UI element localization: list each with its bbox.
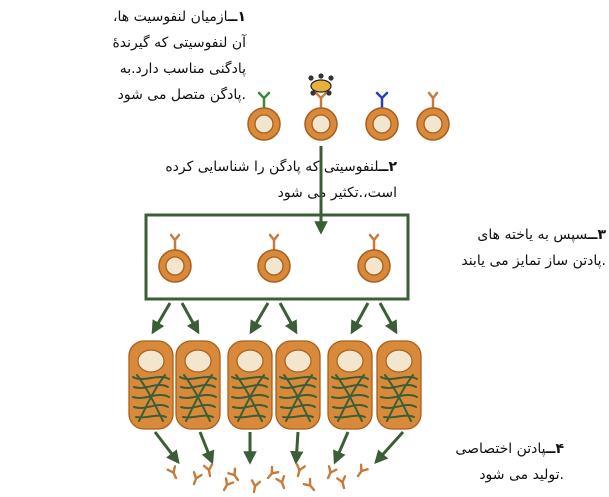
step-1-line-1: ۱ــازمیان لنفوسیت ها، [113,9,246,25]
step-4-line-2: .تولید می شود [479,467,564,483]
plasma-cell-5 [327,340,373,430]
step-1-text: ۱ــازمیان لنفوسیت ها، آن لنفوسیتی که گیر… [112,4,246,108]
antibody-icon [323,465,338,481]
clone-lymphocyte-1 [158,233,192,283]
antibody-icon [189,471,203,487]
plasma-cell-6 [376,340,422,430]
step-3-line-2: .پادتن ساز تمایز می یابند [461,253,606,269]
lymphocyte-blue-receptor [365,91,399,141]
clone-lymphocyte-2 [257,233,291,283]
antibody-icon [202,463,216,478]
step-2-line-1: ۲ــلنفوسیتی که پادگن را شناسایی کرده [165,159,397,175]
arrows-to-plasma-cells [151,302,398,335]
step-3-number: ۳ــ [587,227,606,243]
antibody-icon [166,465,181,481]
step-2-number: ۲ــ [378,159,397,175]
proliferation-box [144,213,410,301]
lymphocyte-green-receptor [247,91,281,141]
plasma-cell-2 [175,340,221,430]
antibody-icon [336,475,350,491]
step-2-line-2: است،.تکثیر می شود [277,185,397,201]
plasma-cell-1 [128,340,174,430]
step-3-line-1: ۳ــسپس به یاخته های [477,227,606,243]
arrows-to-antibodies [153,430,405,465]
clone-lymphocyte-3 [357,233,391,283]
step-3-text: ۳ــسپس به یاخته های .پادتن ساز تمایز می … [461,222,606,274]
step-1-number: ۱ــ [227,9,246,25]
step-1-line-3: پادگنی مناسب دارد.به [119,61,246,77]
antibodies [166,463,369,494]
antibody-icon [275,475,289,491]
step-4-text: ۴ــپادتن اختصاصی .تولید می شود [455,436,564,488]
antibody-icon [302,477,319,494]
antibody-icon [219,477,235,494]
step-1-line-4: .پادگن متصل می شود [117,87,246,103]
step-2-text: ۲ــلنفوسیتی که پادگن را شناسایی کرده است… [165,154,397,206]
plasma-cell-4 [275,340,321,430]
step-4-number: ۴ــ [545,441,564,457]
antibody-icon [292,463,306,479]
plasma-cell-3 [227,340,273,430]
antibody-icon [227,467,243,484]
step-4-line-1: ۴ــپادتن اختصاصی [455,441,564,457]
antibody-icon [248,479,262,494]
antigen-icon [308,73,334,96]
antibody-icon [353,463,369,480]
step-1-line-2: آن لنفوسیتی که گیرندهٔ [112,35,246,51]
lymphocyte-with-antigen [304,73,338,141]
lymphocyte-orange-receptor [416,91,450,141]
